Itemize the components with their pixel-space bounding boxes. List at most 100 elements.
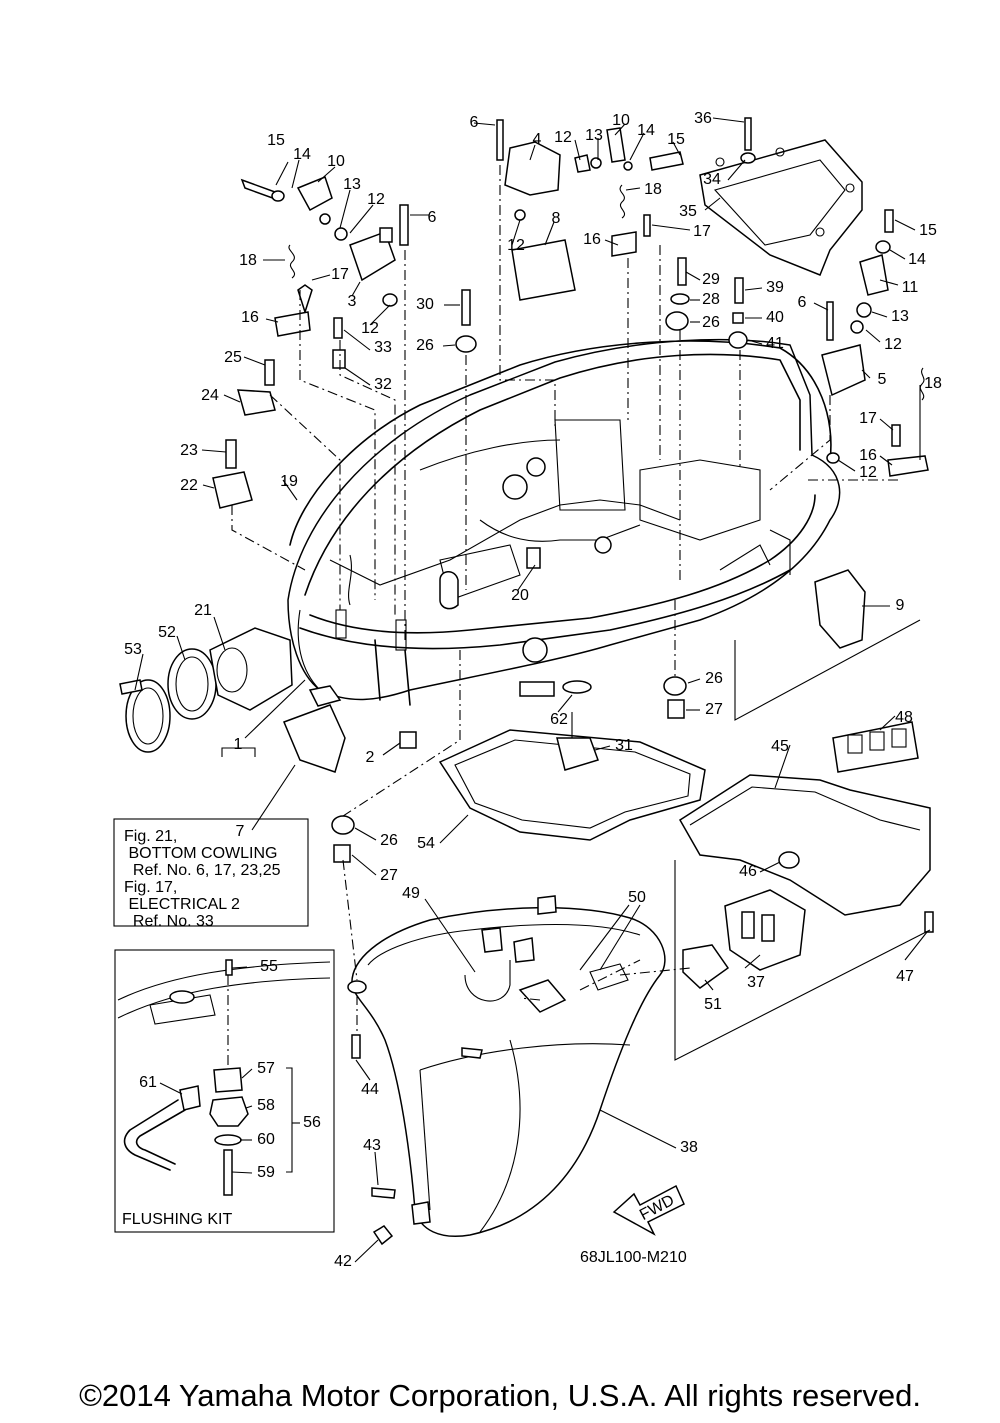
bottom-cowling [287, 338, 841, 706]
callout-c5: 5 [878, 371, 887, 388]
diagram-code: 68JL100-M210 [580, 1249, 687, 1266]
flushing-kit-title: FLUSHING KIT [122, 1211, 232, 1228]
callout-c51: 51 [704, 996, 722, 1013]
callout-c57: 57 [257, 1060, 275, 1077]
ref-line-2: BOTTOM COWLING [124, 845, 277, 862]
callout-c7: 7 [236, 823, 245, 840]
dashed-assembly-lines [227, 165, 900, 1065]
flushing-kit-inset [114, 949, 335, 1233]
callout-c53: 53 [124, 641, 142, 658]
callout-c26a: 26 [416, 337, 434, 354]
reference-box [113, 818, 309, 927]
callout-c21: 21 [194, 602, 212, 619]
callout-c47: 47 [896, 968, 914, 985]
callout-c59: 59 [257, 1164, 275, 1181]
callout-c3: 3 [348, 293, 357, 310]
callout-c55: 55 [260, 958, 278, 975]
callout-c44: 44 [361, 1081, 379, 1098]
copyright-notice: ©2014 Yamaha Motor Corporation, U.S.A. A… [79, 1378, 921, 1413]
callout-c12d: 12 [554, 129, 572, 146]
callout-c12e: 12 [884, 336, 902, 353]
ref-line-6: Ref. No. 33 [124, 913, 214, 930]
right-side-parts [663, 569, 919, 773]
callout-c45: 45 [771, 738, 789, 755]
callout-c28: 28 [702, 291, 720, 308]
ref-line-3: Ref. No. 6, 17, 23,25 [124, 862, 281, 879]
ref-line-1: Fig. 21, [124, 828, 177, 845]
callout-c14b: 14 [637, 122, 655, 139]
ref-line-5: ELECTRICAL 2 [124, 896, 240, 913]
callout-c14a: 14 [293, 146, 311, 163]
left-side-parts [119, 627, 417, 773]
callout-c27a: 27 [705, 701, 723, 718]
cowling-seal [289, 340, 832, 546]
callout-c22: 22 [180, 477, 198, 494]
callout-c13a: 13 [343, 176, 361, 193]
callout-c14c: 14 [908, 251, 926, 268]
callout-c19: 19 [280, 473, 298, 490]
callout-c23: 23 [180, 442, 198, 459]
callout-c12f: 12 [859, 464, 877, 481]
callout-c6c: 6 [798, 294, 807, 311]
callout-c42: 42 [334, 1253, 352, 1270]
group-brackets [221, 619, 931, 1173]
callout-c39: 39 [766, 279, 784, 296]
callout-c32: 32 [374, 376, 392, 393]
callout-c40: 40 [766, 309, 784, 326]
callout-c36: 36 [694, 110, 712, 127]
callout-c13b: 13 [585, 127, 603, 144]
callout-c13c: 13 [891, 308, 909, 325]
callout-c46: 46 [739, 863, 757, 880]
callout-c60: 60 [257, 1131, 275, 1148]
callout-c16b: 16 [583, 231, 601, 248]
lower-casing [347, 895, 666, 1246]
callout-c35: 35 [679, 203, 697, 220]
callout-c16a: 16 [241, 309, 259, 326]
callout-c24: 24 [201, 387, 219, 404]
fwd-label: FWD [637, 1192, 677, 1224]
callout-c6a: 6 [428, 209, 437, 226]
callout-c12c: 12 [507, 237, 525, 254]
callout-c43: 43 [363, 1137, 381, 1154]
callout-c9: 9 [896, 597, 905, 614]
callout-c48: 48 [895, 709, 913, 726]
callout-c37: 37 [747, 974, 765, 991]
callout-c6b: 6 [470, 114, 479, 131]
callout-c2: 2 [366, 749, 375, 766]
callout-c49: 49 [402, 885, 420, 902]
callout-c58: 58 [257, 1097, 275, 1114]
leader-lines [134, 117, 928, 1263]
callout-c27b: 27 [380, 867, 398, 884]
callout-c10b: 10 [612, 112, 630, 129]
lower-parts [331, 729, 934, 989]
callout-c30: 30 [416, 296, 434, 313]
callout-c16c: 16 [859, 447, 877, 464]
forward-arrow-icon [612, 1184, 685, 1236]
center-upper-parts [455, 119, 684, 569]
callout-c18b: 18 [644, 181, 662, 198]
callout-c33: 33 [374, 339, 392, 356]
callout-c15b: 15 [667, 131, 685, 148]
callout-c20: 20 [511, 587, 529, 604]
callout-c38: 38 [680, 1139, 698, 1156]
callout-c17c: 17 [859, 410, 877, 427]
callout-c31: 31 [615, 737, 633, 754]
callout-c26c: 26 [705, 670, 723, 687]
callout-c56: 56 [303, 1114, 321, 1131]
callout-c15c: 15 [919, 222, 937, 239]
callout-c18c: 18 [924, 375, 942, 392]
callout-c34: 34 [703, 171, 721, 188]
callout-c26b: 26 [702, 314, 720, 331]
callout-c12a: 12 [367, 191, 385, 208]
left-upper-parts [212, 176, 409, 509]
callout-c50: 50 [628, 889, 646, 906]
callout-c17a: 17 [331, 266, 349, 283]
callout-c54: 54 [417, 835, 435, 852]
callout-c29: 29 [702, 271, 720, 288]
callout-c52: 52 [158, 624, 176, 641]
callout-c41: 41 [766, 335, 784, 352]
ref-line-4: Fig. 17, [124, 879, 177, 896]
right-upper-parts [665, 117, 929, 477]
